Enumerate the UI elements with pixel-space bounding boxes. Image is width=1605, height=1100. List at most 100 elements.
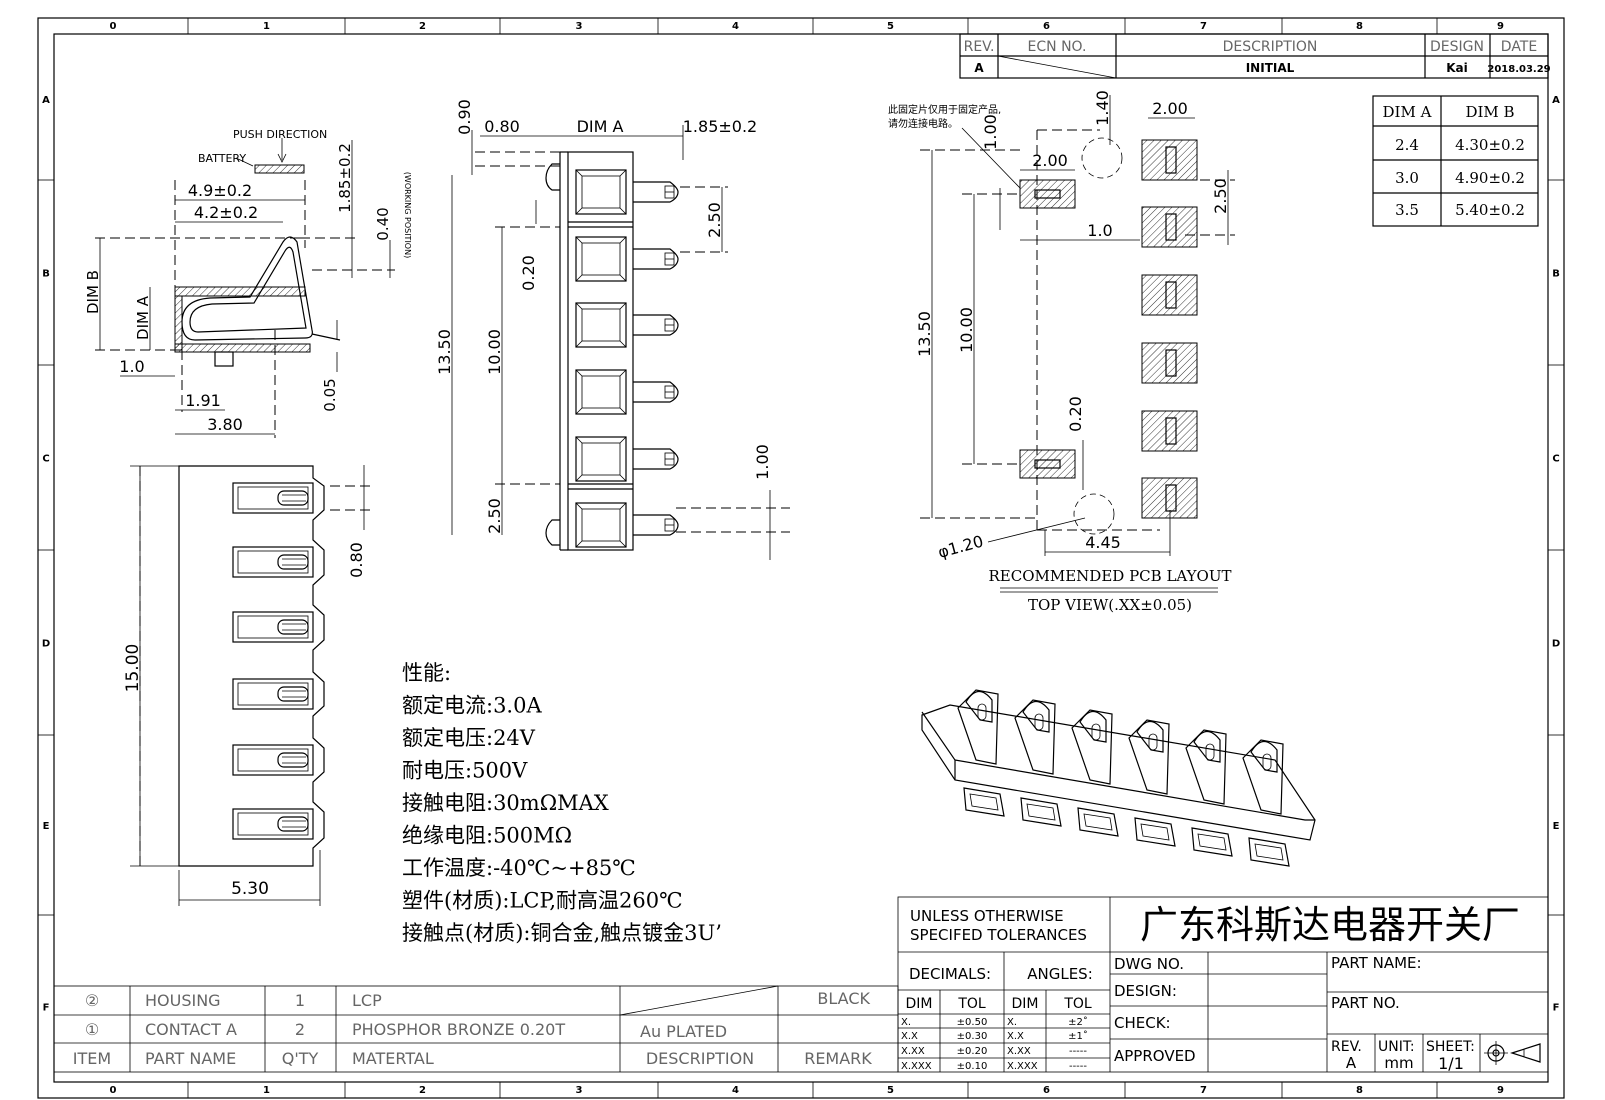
side-dim-3.80: 3.80 — [207, 415, 243, 434]
frame-row-label: F — [43, 1003, 50, 1014]
pcb-pad — [1141, 477, 1198, 519]
bom-item: ② — [85, 991, 99, 1010]
approved-label: APPROVED — [1114, 1047, 1196, 1065]
side-view: PUSH DIRECTION BATTERY 4.9±0.2 4.2±0.2 1… — [84, 128, 412, 438]
dim-table-header-b: DIM B — [1465, 103, 1514, 121]
bom-remark: BLACK — [817, 989, 870, 1008]
pcb-dim-4.45: 4.45 — [1085, 533, 1121, 552]
frame-col-label: 7 — [1200, 21, 1207, 32]
side-dim-4.9: 4.9±0.2 — [188, 181, 252, 200]
frame-row-label: D — [1552, 639, 1560, 650]
title-block: UNLESS OTHERWISE SPECIFED TOLERANCES 广东科… — [897, 896, 1549, 1073]
bom-header-material: MATERTAL — [352, 1049, 434, 1068]
spec-line: 性能: — [402, 661, 451, 685]
front-dim-0.90: 0.90 — [455, 99, 474, 135]
frame-col-label: 4 — [732, 1085, 739, 1096]
ecn-header: ECN NO. — [1028, 39, 1087, 55]
frame-col-label: 4 — [732, 21, 739, 32]
sheet-value: 1/1 — [1438, 1054, 1464, 1073]
unless-otherwise-label: UNLESS OTHERWISE — [910, 907, 1064, 925]
pcb-dim-0.20: 0.20 — [1066, 396, 1085, 432]
front-dim-2.50: 2.50 — [705, 202, 724, 238]
frame-row-label: C — [1552, 454, 1559, 465]
design-header: DESIGN — [1430, 39, 1484, 55]
pcb-dim-2.50: 2.50 — [1211, 178, 1230, 214]
description-value: INITIAL — [1246, 61, 1295, 75]
bom-header-remark: REMARK — [804, 1049, 872, 1068]
spec-line: 耐电压:500V — [402, 759, 528, 783]
frame-col-label: 0 — [110, 21, 117, 32]
frame-grid-ticks — [37, 17, 1565, 1099]
pcb-pad — [1141, 342, 1198, 384]
iso-contact — [1071, 709, 1119, 837]
pcb-dim-1.0: 1.0 — [1087, 221, 1112, 240]
design-value: Kai — [1446, 61, 1468, 75]
side-dim-0.40: 0.40 — [374, 207, 392, 240]
tol-dim-cell: X.XXX — [901, 1061, 932, 1072]
bom-header-name: PART NAME — [145, 1049, 236, 1068]
rev-label: REV. — [1331, 1039, 1362, 1055]
dim-header-right: DIM — [1012, 996, 1039, 1012]
front-dim-0.80: 0.80 — [484, 117, 520, 136]
isometric-view — [921, 689, 1316, 867]
dim-table-header-a: DIM A — [1383, 103, 1432, 121]
tol-dim-cell: X.X — [901, 1031, 918, 1042]
tol-value-cell: ±2˚ — [1068, 1016, 1088, 1028]
frame-col-label: 8 — [1356, 21, 1363, 32]
frame-col-label: 9 — [1497, 1085, 1504, 1096]
tol-dim-cell: X. — [901, 1017, 911, 1028]
part-no-label: PART NO. — [1331, 994, 1400, 1012]
sheet-frame — [37, 17, 1565, 1099]
decimals-label: DECIMALS: — [909, 965, 991, 983]
side-dim-1.85: 1.85±0.2 — [336, 143, 354, 213]
front-contact-cell — [575, 236, 679, 282]
spec-line: 绝缘电阻:500MΩ — [402, 824, 572, 848]
dim-table-cell: 5.40±0.2 — [1455, 201, 1525, 219]
tol-dim-cell: X.X — [1007, 1031, 1024, 1042]
bom-part-name: CONTACT A — [145, 1020, 237, 1039]
side-dim-1.91: 1.91 — [185, 391, 221, 410]
rev-value: A — [1346, 1054, 1357, 1072]
pcb-dim-phi-1.20: φ1.20 — [936, 532, 986, 562]
front-dim-a: DIM A — [577, 117, 624, 136]
specifications: 性能:额定电流:3.0A额定电压:24V耐电压:500V接触电阻:30mΩMAX… — [402, 661, 722, 945]
frame-col-label: 2 — [419, 21, 426, 32]
top-contact-pin — [232, 611, 314, 643]
tol-value-cell: ±0.30 — [957, 1031, 988, 1042]
iso-contact — [957, 689, 1005, 817]
frame-row-label: E — [1553, 821, 1560, 832]
bom-header-item: ITEM — [73, 1049, 111, 1068]
frame-row-label: E — [43, 821, 50, 832]
pcb-dim-10.00: 10.00 — [957, 307, 976, 353]
top-contact-pin — [232, 546, 314, 578]
frame-col-label: 1 — [263, 21, 270, 32]
pcb-dim-2.00-pad: 2.00 — [1032, 151, 1068, 170]
side-dim-4.2: 4.2±0.2 — [194, 203, 258, 222]
spec-line: 额定电流:3.0A — [402, 694, 542, 718]
tol-value-cell: ±0.20 — [957, 1046, 988, 1057]
angles-label: ANGLES: — [1027, 965, 1093, 983]
front-dim-1.85: 1.85±0.2 — [683, 117, 757, 136]
tol-header-left: TOL — [957, 996, 986, 1012]
spec-line: 工作温度:-40℃~+85℃ — [402, 856, 636, 880]
front-dim-10.00: 10.00 — [485, 329, 504, 375]
pcb-layout: 此固定片仅用于固定产品, 请勿连接电路。 2.00 1.40 1.00 2.00… — [888, 90, 1235, 614]
top-dim-0.80: 0.80 — [347, 542, 366, 578]
unit-label: UNIT: — [1378, 1039, 1415, 1055]
date-header: DATE — [1501, 39, 1537, 55]
date-value: 2018.03.29 — [1487, 64, 1550, 75]
pcb-dim-1.00: 1.00 — [981, 114, 1000, 150]
dim-table-cell: 3.5 — [1395, 201, 1419, 219]
tol-dim-cell: X.XX — [1007, 1046, 1031, 1057]
frame-row-label: B — [1552, 269, 1560, 280]
frame-row-label: B — [42, 269, 50, 280]
bom-part-name: HOUSING — [145, 991, 221, 1010]
top-contact-pin — [232, 808, 314, 840]
top-contact-pin — [232, 678, 314, 710]
front-dim-1.00: 1.00 — [753, 444, 772, 480]
frame-col-label: 3 — [576, 21, 583, 32]
tol-dim-cell: X. — [1007, 1017, 1017, 1028]
battery-label: BATTERY — [198, 152, 246, 165]
